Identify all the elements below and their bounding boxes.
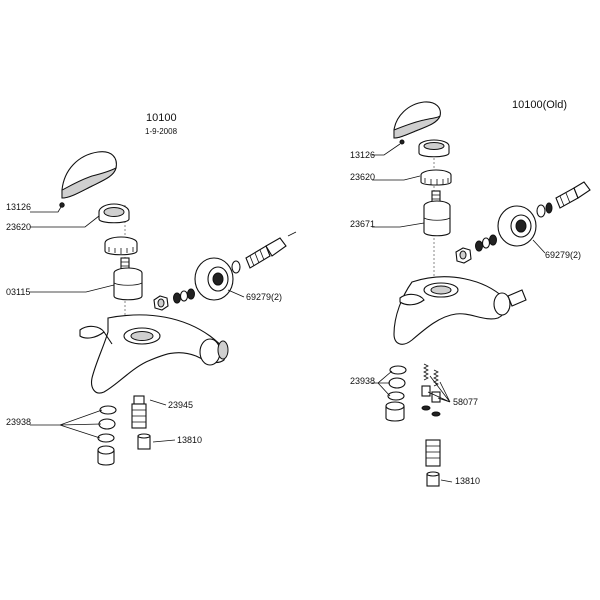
right-tap-body — [393, 276, 527, 345]
right-label-23938: 23938 — [350, 376, 375, 386]
left-side-nut — [153, 295, 169, 311]
right-title: 10100(Old) — [512, 99, 567, 111]
right-label-23620: 23620 — [350, 172, 375, 182]
left-title: 10100 — [146, 112, 177, 124]
right-eccentric — [555, 181, 591, 209]
right-label-13126: 13126 — [350, 150, 375, 160]
left-part-13810 — [137, 433, 151, 450]
left-label-69279: 69279(2) — [246, 292, 282, 302]
right-cartridge-23671 — [423, 190, 451, 237]
right-springs-58077 — [421, 363, 441, 417]
right-side-nut — [455, 247, 472, 264]
left-label-23938: 23938 — [6, 417, 31, 427]
right-cap-23620 — [418, 139, 450, 158]
right-label-13810: 13810 — [455, 476, 480, 486]
left-label-23945: 23945 — [168, 400, 193, 410]
left-date: 1-9-2008 — [145, 127, 178, 136]
right-flange-69279 — [497, 205, 537, 247]
left-screw-13126 — [59, 202, 65, 208]
right-part-13810 — [426, 471, 440, 487]
left-nut — [104, 236, 138, 256]
right-washers — [475, 234, 497, 252]
left-aerator-23938 — [97, 405, 117, 466]
left-label-13126: 13126 — [6, 202, 31, 212]
left-label-23620: 23620 — [6, 222, 31, 232]
left-cap-23620 — [98, 203, 130, 224]
right-ring — [536, 202, 553, 218]
left-label-13810: 13810 — [177, 435, 202, 445]
left-ring — [231, 260, 241, 274]
left-label-03115: 03115 — [6, 287, 30, 297]
left-eccentric — [245, 231, 297, 269]
right-assembly: 10100(Old) — [350, 99, 591, 487]
right-label-69279: 69279(2) — [545, 250, 581, 260]
left-assembly: 10100 1-9-2008 — [6, 112, 297, 466]
left-washers — [173, 288, 195, 304]
left-flange-69279 — [194, 257, 234, 301]
left-handle — [61, 151, 117, 199]
left-diverter-23945 — [131, 395, 147, 429]
right-screw-13126 — [399, 139, 405, 145]
right-diverter — [425, 439, 441, 467]
right-aerator-23938 — [385, 365, 407, 422]
left-cartridge-03115 — [113, 257, 143, 301]
right-label-23671: 23671 — [350, 219, 375, 229]
left-tap-body — [79, 314, 229, 394]
right-handle — [393, 101, 441, 139]
right-label-58077: 58077 — [453, 397, 478, 407]
right-nut — [420, 169, 452, 186]
